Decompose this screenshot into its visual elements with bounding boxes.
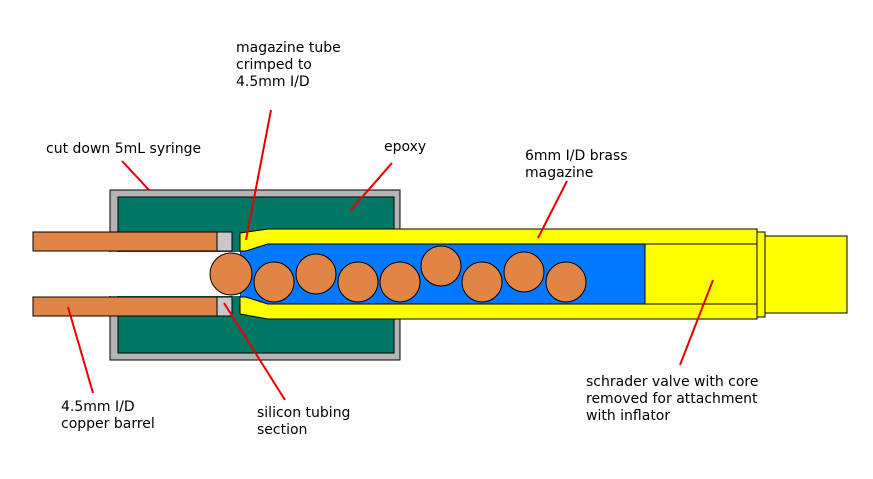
leader-line-schrader-valve <box>679 279 714 366</box>
leader-line-copper-barrel <box>67 306 94 394</box>
copper-barrel-upper-wall <box>32 231 218 252</box>
label-brass-magazine: 6mm I/D brass magazine <box>525 148 628 181</box>
label-magazine-tube: magazine tube crimped to 4.5mm I/D <box>236 40 341 90</box>
pellet <box>545 261 587 303</box>
pellet <box>253 261 295 303</box>
schrader-valve-core <box>644 243 758 305</box>
pellet <box>295 253 337 295</box>
leader-line-magazine-tube <box>245 109 272 241</box>
pellet <box>379 261 421 303</box>
label-syringe: cut down 5mL syringe <box>46 141 202 157</box>
label-schrader-valve: schrader valve with core removed for att… <box>586 374 759 424</box>
label-epoxy: epoxy <box>384 139 427 155</box>
leader-line-syringe <box>121 160 150 191</box>
copper-barrel-lower-wall <box>32 296 218 317</box>
pellet <box>503 251 545 293</box>
leader-line-silicon-tubing <box>223 302 286 401</box>
pellet <box>461 261 503 303</box>
valve-end-block <box>764 235 848 314</box>
pellet <box>337 261 379 303</box>
barrel-bore <box>33 252 240 296</box>
label-silicon-tubing: silicon tubing section <box>257 405 351 438</box>
pellet <box>209 252 253 296</box>
label-copper-barrel: 4.5mm I/D copper barrel <box>61 399 155 432</box>
pellets <box>209 245 587 303</box>
leader-line-epoxy <box>349 162 393 212</box>
silicon-tubing-upper <box>216 231 233 252</box>
valve-collar <box>756 231 766 318</box>
leader-line-brass-magazine <box>537 180 568 239</box>
pellet <box>420 245 462 287</box>
